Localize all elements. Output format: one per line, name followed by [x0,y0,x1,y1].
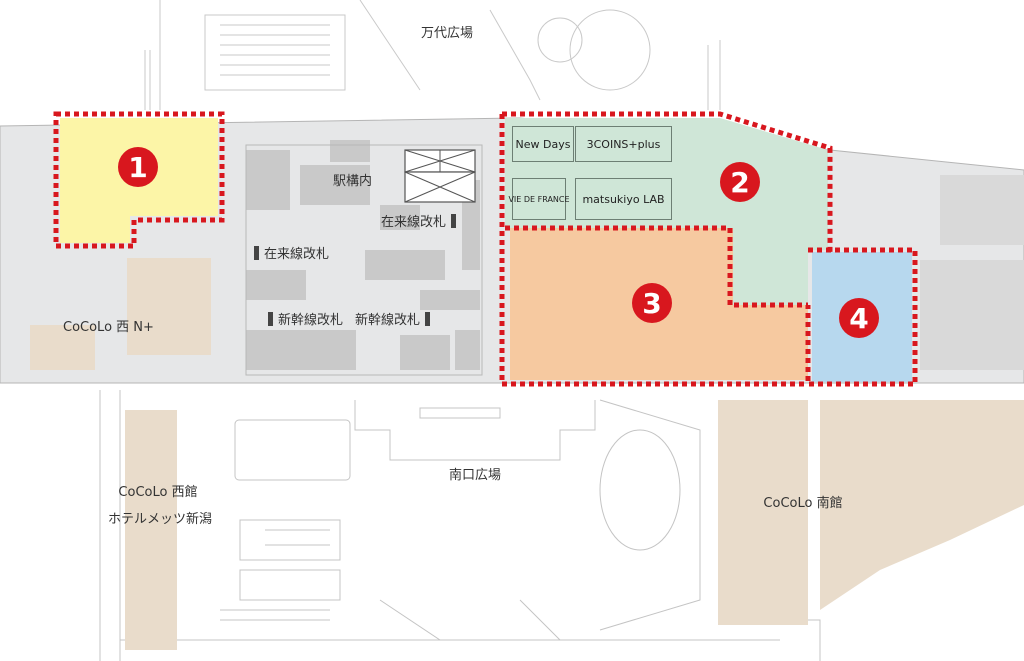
label-shinkansen-gate-right: 新幹線改札 [355,312,430,329]
area-3-marker[interactable]: 3 [632,283,672,323]
label-minamiguchi-plaza: 南口広場 [448,468,502,483]
area-4-marker[interactable]: 4 [839,298,879,338]
label-zairai-gate-right: 在来線改札 [381,214,456,231]
shop-newdays: New Days [512,126,574,162]
label-cocolo-minamikan: CoCoLo 南館 [763,496,843,511]
shop-vie-de-france: VIE DE FRANCE [508,178,570,220]
label-cocolo-nishi-n: CoCoLo 西 N+ [63,320,154,335]
area-2-marker[interactable]: 2 [720,162,760,202]
area-1-marker[interactable]: 1 [118,147,158,187]
label-shinkansen-gate-left: 新幹線改札 [268,312,343,329]
label-cocolo-nishikan: CoCoLo 西館 [118,485,198,500]
label-zairai-gate-left: 在来線改札 [254,246,329,263]
label-station-inside: 駅構内 [333,174,373,189]
label-bandai-plaza: 万代広場 [420,26,474,41]
shop-3coins-plus: 3COINS+plus [575,126,672,162]
shop-matsukiyo-lab: matsukiyo LAB [575,178,672,220]
label-hotel-metz: ホテルメッツ新潟 [107,512,213,527]
